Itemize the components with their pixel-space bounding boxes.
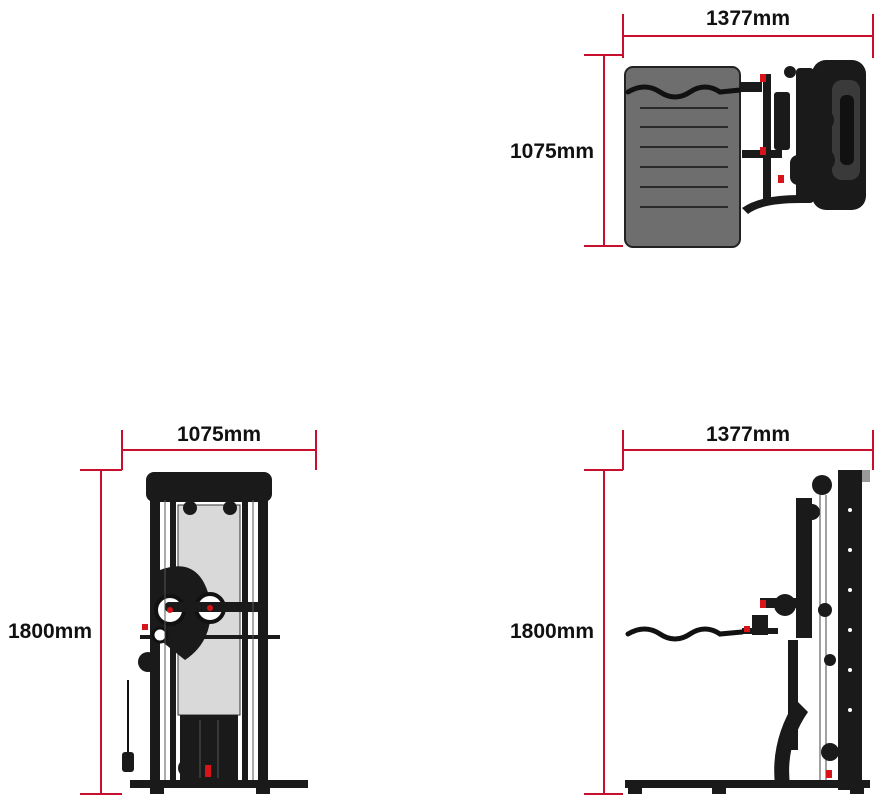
front-view-height-label: 1800mm bbox=[8, 620, 92, 643]
seat-pad-top bbox=[624, 66, 743, 248]
top-view-depth-label: 1075mm bbox=[510, 140, 594, 163]
side-view: 1377mm 1800mm bbox=[510, 423, 874, 795]
red-handles-front bbox=[142, 605, 213, 777]
side-view-width-label: 1377mm bbox=[706, 423, 790, 446]
side-view-height-label: 1800mm bbox=[510, 620, 594, 643]
side-view-height-dimension bbox=[584, 469, 623, 795]
red-handles-side bbox=[744, 600, 832, 778]
front-view-width-dimension bbox=[121, 430, 317, 470]
top-view: 1377mm 1075mm bbox=[510, 7, 874, 248]
front-view-height-dimension bbox=[80, 469, 122, 795]
machine-frame-top bbox=[740, 60, 866, 214]
front-view-width-label: 1075mm bbox=[177, 423, 261, 446]
top-view-width-label: 1377mm bbox=[706, 7, 790, 30]
top-view-width-dimension bbox=[622, 14, 874, 58]
top-view-depth-dimension bbox=[584, 54, 623, 247]
machine-frame-front bbox=[122, 472, 308, 794]
red-handles-top bbox=[760, 74, 784, 183]
front-view: 1075mm 1800mm bbox=[8, 423, 317, 795]
machine-frame-side bbox=[625, 470, 870, 794]
side-view-width-dimension bbox=[622, 430, 874, 470]
